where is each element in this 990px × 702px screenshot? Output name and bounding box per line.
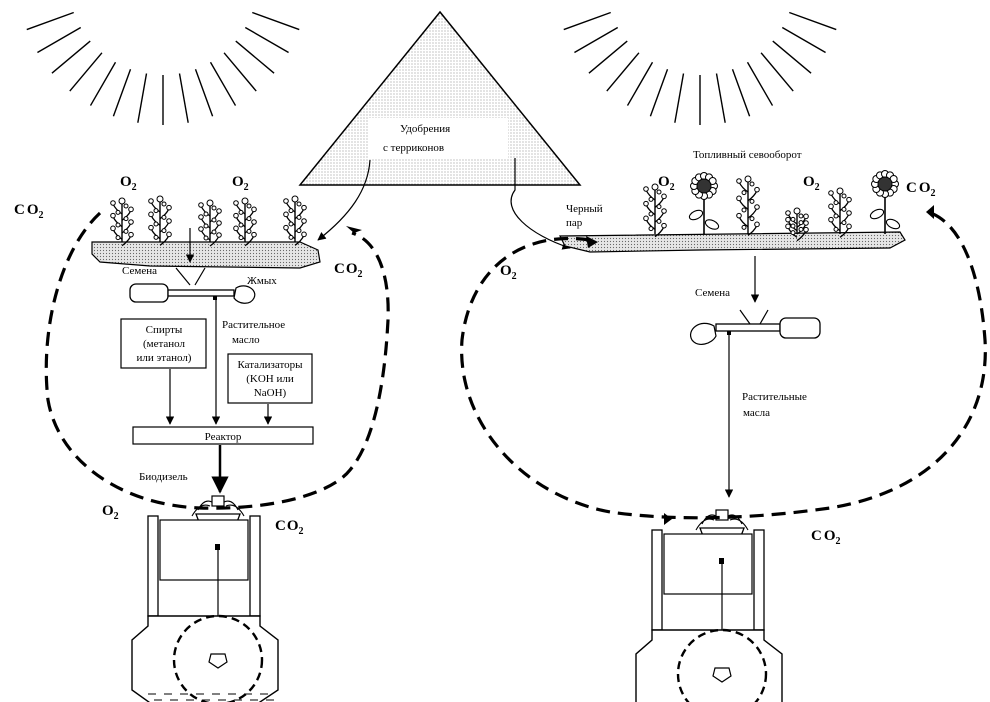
left-seeds-label: Семена [122, 265, 157, 277]
biodiesel-label: Биодизель [139, 471, 188, 483]
left-veg-oil-label-2: масло [232, 334, 260, 346]
catalysts-label-2: (KOH или [246, 373, 294, 385]
sun-right-icon [563, 11, 837, 125]
right-cycle-arrowhead-3 [664, 513, 672, 525]
fertilizer-label-2: с терриконов [383, 142, 444, 154]
sun-left-icon [26, 11, 300, 125]
o2-label-right-mid: O2 [500, 263, 517, 282]
alcohols-label-1: Спирты [146, 324, 183, 336]
fertilizer-label-1: Удобрения [400, 123, 450, 135]
right-crops [643, 170, 901, 242]
alcohols-box [120, 318, 207, 369]
right-cycle-arrowhead-2 [586, 236, 598, 248]
right-field [559, 231, 906, 253]
o2-label-right-2: O2 [803, 174, 820, 193]
left-cake-label: Жмых [247, 275, 277, 287]
fertilizer-flow-left [317, 159, 371, 241]
alcohols-label-2: (метанол [143, 338, 186, 350]
co2-label-left-mid: CO2 [334, 261, 363, 280]
left-co2-cycle [44, 211, 390, 510]
catalysts-box [227, 353, 313, 404]
black-fallow-label-2: пар [566, 217, 583, 229]
right-veg-oils-label-2: масла [743, 407, 770, 419]
left-oil-press [129, 228, 256, 304]
waste-heap-triangle: Удобрения с терриконов [298, 10, 582, 250]
catalysts-label-1: Катализаторы [237, 359, 303, 371]
right-veg-oils-label-1: Растительные [742, 391, 807, 403]
alcohols-label-3: или этанол) [137, 352, 192, 364]
right-engine [635, 509, 783, 702]
o2-label-left-1: O2 [120, 174, 137, 193]
left-field [91, 241, 321, 269]
black-fallow-label-1: Черный [566, 203, 603, 215]
rotation-title: Топливный севооборот [693, 149, 802, 161]
right-co2-cycle [460, 210, 987, 520]
fertilizer-flow-right [510, 158, 571, 250]
right-oil-press [690, 309, 821, 345]
co2-label-left-bottom: CO2 [275, 518, 304, 537]
catalysts-label-3: NaOH) [254, 387, 287, 399]
reactor-box [132, 426, 314, 445]
reactor-label: Реактор [205, 431, 242, 443]
left-veg-oil-label-1: Растительное [222, 319, 285, 331]
o2-label-right-1: O2 [658, 174, 675, 193]
left-cycle-arrowhead [346, 226, 362, 233]
left-crops [110, 195, 307, 247]
right-cycle-arrowhead [926, 205, 934, 219]
left-engine [131, 495, 279, 702]
o2-label-left-bottom: O2 [102, 503, 119, 522]
o2-label-left-2: O2 [232, 174, 249, 193]
right-seeds-label: Семена [695, 287, 730, 299]
